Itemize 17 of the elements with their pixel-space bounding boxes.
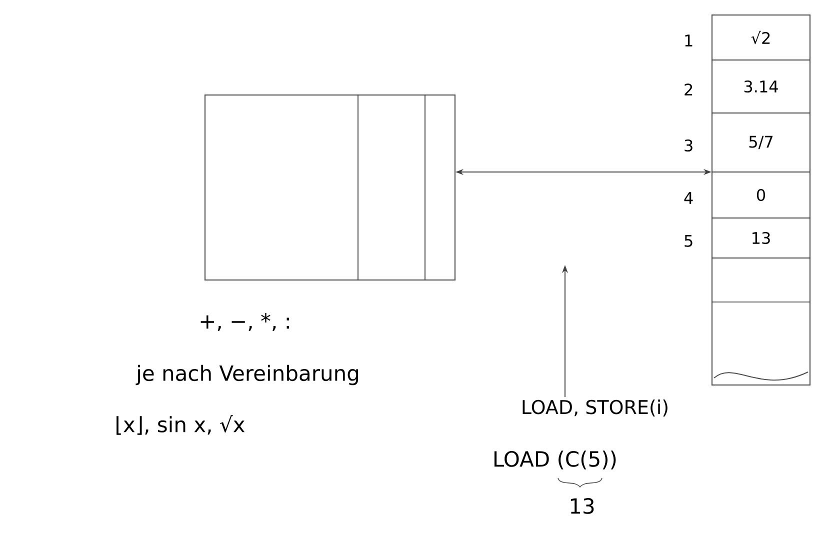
memory-cell: 5/7: [712, 112, 810, 172]
index-label: 4: [684, 192, 693, 204]
memory-cell: 0: [712, 172, 810, 218]
memory-cell: 13: [712, 218, 810, 258]
operator-text: +, −, *, :: [200, 312, 289, 332]
memory-cell: √2: [712, 14, 810, 60]
index-label: 5: [684, 235, 692, 247]
memory-cell: 3.14: [712, 60, 810, 114]
index-label: 1: [685, 34, 692, 46]
index-label: 2: [684, 84, 692, 96]
index-label: 3: [684, 139, 692, 152]
function-text: ⌊x⌋, sin x, √x: [116, 415, 245, 435]
note-text: je nach Vereinbarung: [136, 364, 358, 386]
instruction-text: LOAD (C(5)): [494, 450, 616, 470]
instruction-text: LOAD, STORE(i): [522, 400, 668, 416]
processor-box: [204, 94, 456, 280]
value-text: 13: [570, 498, 594, 514]
